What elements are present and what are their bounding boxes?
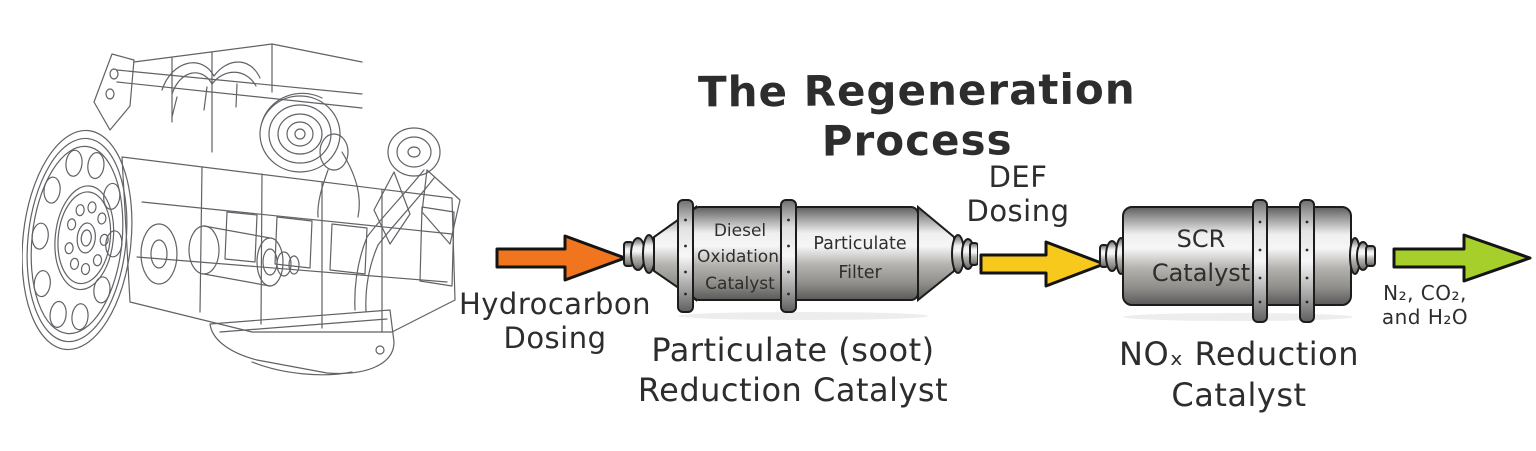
engine-flywheel xyxy=(22,129,133,351)
canister-labels: SCR Catalyst xyxy=(1152,225,1250,287)
hydrocarbon-dosing-label-line1: Hydrocarbon xyxy=(458,287,652,321)
clamp-band-1 xyxy=(1252,199,1268,323)
nox-reduction-caption: NOₓ Reduction Catalyst xyxy=(1080,334,1398,416)
def-dosing-arrow xyxy=(979,240,1106,288)
engine-mounting-frame xyxy=(93,43,363,153)
particulate-reduction-caption-line2: Reduction Catalyst xyxy=(637,370,949,409)
doc-label-line2: Oxidation xyxy=(697,247,779,267)
exhaust-gases-label: N₂, CO₂, and H₂O xyxy=(1358,281,1492,329)
outlet-stub xyxy=(1365,245,1376,267)
oil-pan xyxy=(209,309,395,376)
def-dosing-label-line2: Dosing xyxy=(966,194,1070,229)
outlet-stub xyxy=(969,242,978,266)
def-dosing-label: DEF Dosing xyxy=(950,160,1086,228)
doc-label-line3: Catalyst xyxy=(705,274,775,294)
diesel-engine-illustration xyxy=(22,43,461,376)
arrow-shape xyxy=(1392,233,1532,283)
hydrocarbon-dosing-label: Hydrocarbon Dosing xyxy=(440,287,670,355)
canister-labels: Diesel Oxidation Catalyst Particulate Fi… xyxy=(697,221,907,294)
scr-label-line1: SCR xyxy=(1177,225,1226,253)
band-rivets xyxy=(684,218,790,296)
nox-reduction-caption-line1: NOₓ Reduction xyxy=(1119,335,1359,373)
turbocharger xyxy=(259,92,349,218)
doc-label-line1: Diesel xyxy=(714,221,766,241)
clamp-band-left xyxy=(677,199,694,313)
particulate-reduction-caption-line1: Particulate (soot) xyxy=(651,331,935,369)
arrow-shape xyxy=(979,240,1106,288)
outlet-cone xyxy=(917,204,955,303)
hydrocarbon-dosing-arrow xyxy=(495,234,627,282)
page-title: The Regeneration Process xyxy=(697,64,1136,166)
dpf-label-line1: Particulate xyxy=(813,234,906,254)
band-rivets xyxy=(1258,220,1309,304)
clamp-band-mid xyxy=(780,199,797,313)
arrow-shape xyxy=(495,234,627,282)
def-dosing-label-line1: DEF xyxy=(988,160,1048,194)
canister-shell xyxy=(1122,206,1352,306)
clamp-band-2 xyxy=(1299,199,1315,323)
canister-body-group xyxy=(623,199,978,313)
fan-alternator xyxy=(354,127,461,313)
particulate-reduction-catalyst-canister: Diesel Oxidation Catalyst Particulate Fi… xyxy=(623,199,978,320)
hydrocarbon-dosing-label-line2: Dosing xyxy=(503,321,607,356)
particulate-reduction-caption: Particulate (soot) Reduction Catalyst xyxy=(606,331,980,410)
canister-shadow xyxy=(678,312,928,320)
scr-label-line2: Catalyst xyxy=(1152,259,1250,287)
exhaust-manifold xyxy=(161,61,261,118)
starter-motor xyxy=(140,223,300,287)
clean-exhaust-arrow xyxy=(1392,233,1532,283)
exhaust-gases-label-line1: N₂, CO₂, xyxy=(1383,281,1467,305)
canister-shadow xyxy=(1123,313,1353,321)
scr-catalyst-canister: SCR Catalyst xyxy=(1099,199,1376,323)
canister-body-group xyxy=(1099,199,1376,323)
dpf-label-line2: Filter xyxy=(838,263,882,283)
engine-block xyxy=(121,151,456,333)
exhaust-gases-label-line2: and H₂O xyxy=(1381,305,1469,329)
nox-reduction-caption-line2: Catalyst xyxy=(1171,375,1307,414)
